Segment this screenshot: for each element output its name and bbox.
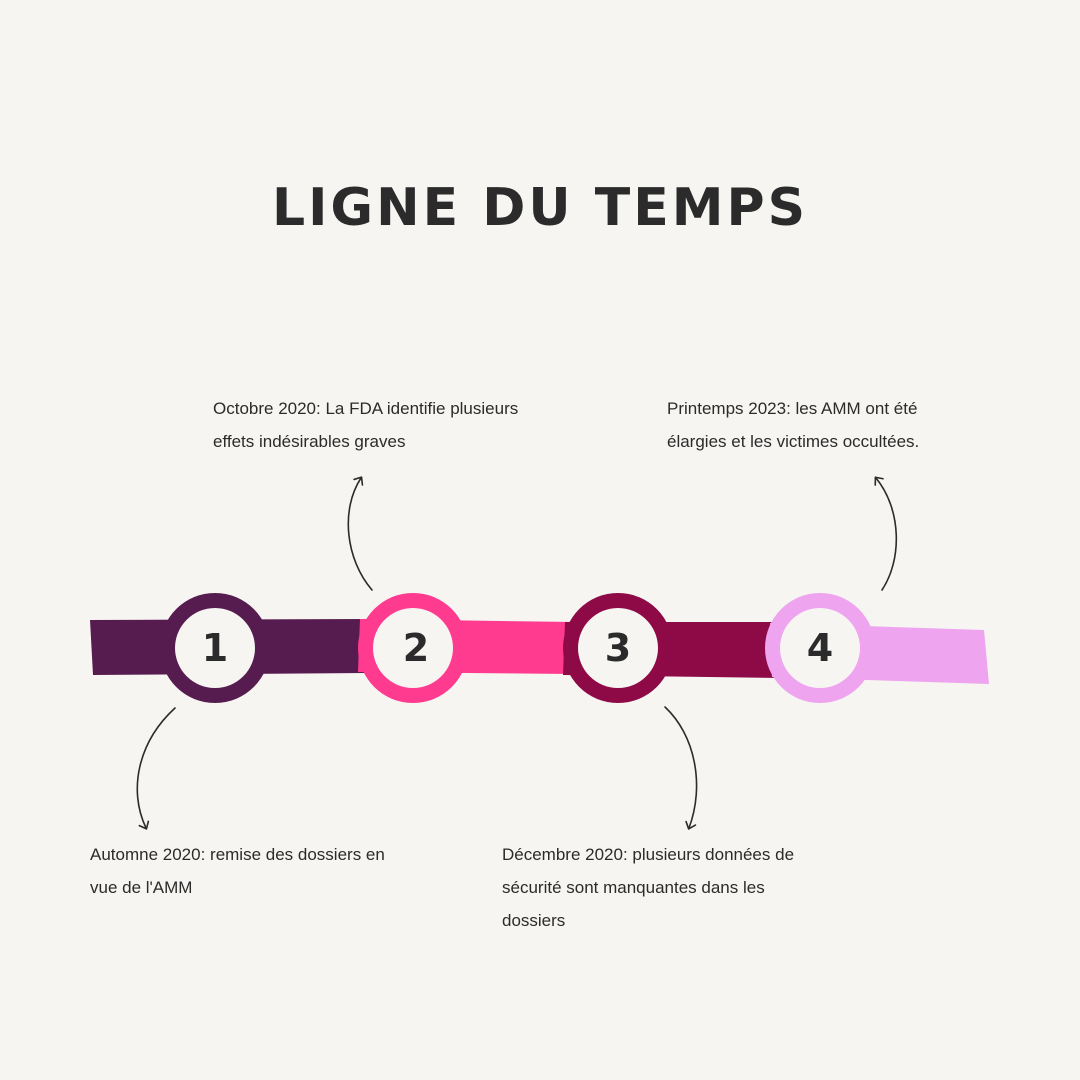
arrow-step-1 — [136, 707, 176, 830]
arrow-step-4 — [874, 476, 898, 591]
step-disc-1 — [175, 608, 255, 688]
step-disc-4 — [780, 608, 860, 688]
event-text-2: Octobre 2020: La FDA identifie plusieurs… — [213, 399, 519, 451]
step-2: 2 — [358, 593, 468, 703]
step-disc-3 — [578, 608, 658, 688]
step-disc-2 — [373, 608, 453, 688]
step-number-4: 4 — [807, 626, 833, 670]
arrow-step-3 — [664, 706, 698, 830]
step-number-3: 3 — [605, 626, 631, 670]
step-3: 3 — [563, 593, 673, 703]
step-1: 1 — [160, 593, 270, 703]
step-number-1: 1 — [202, 626, 228, 670]
event-text-4: Printemps 2023: les AMM ont été élargies… — [667, 399, 920, 451]
step-4: 4 — [765, 593, 875, 703]
step-number-2: 2 — [403, 626, 429, 670]
event-text-3: Décembre 2020: plusieurs données de sécu… — [502, 845, 795, 930]
arrow-step-2 — [347, 476, 373, 591]
event-text-1: Automne 2020: remise des dossiers en vue… — [90, 845, 385, 897]
page-title: LIGNE DU TEMPS — [271, 178, 809, 238]
